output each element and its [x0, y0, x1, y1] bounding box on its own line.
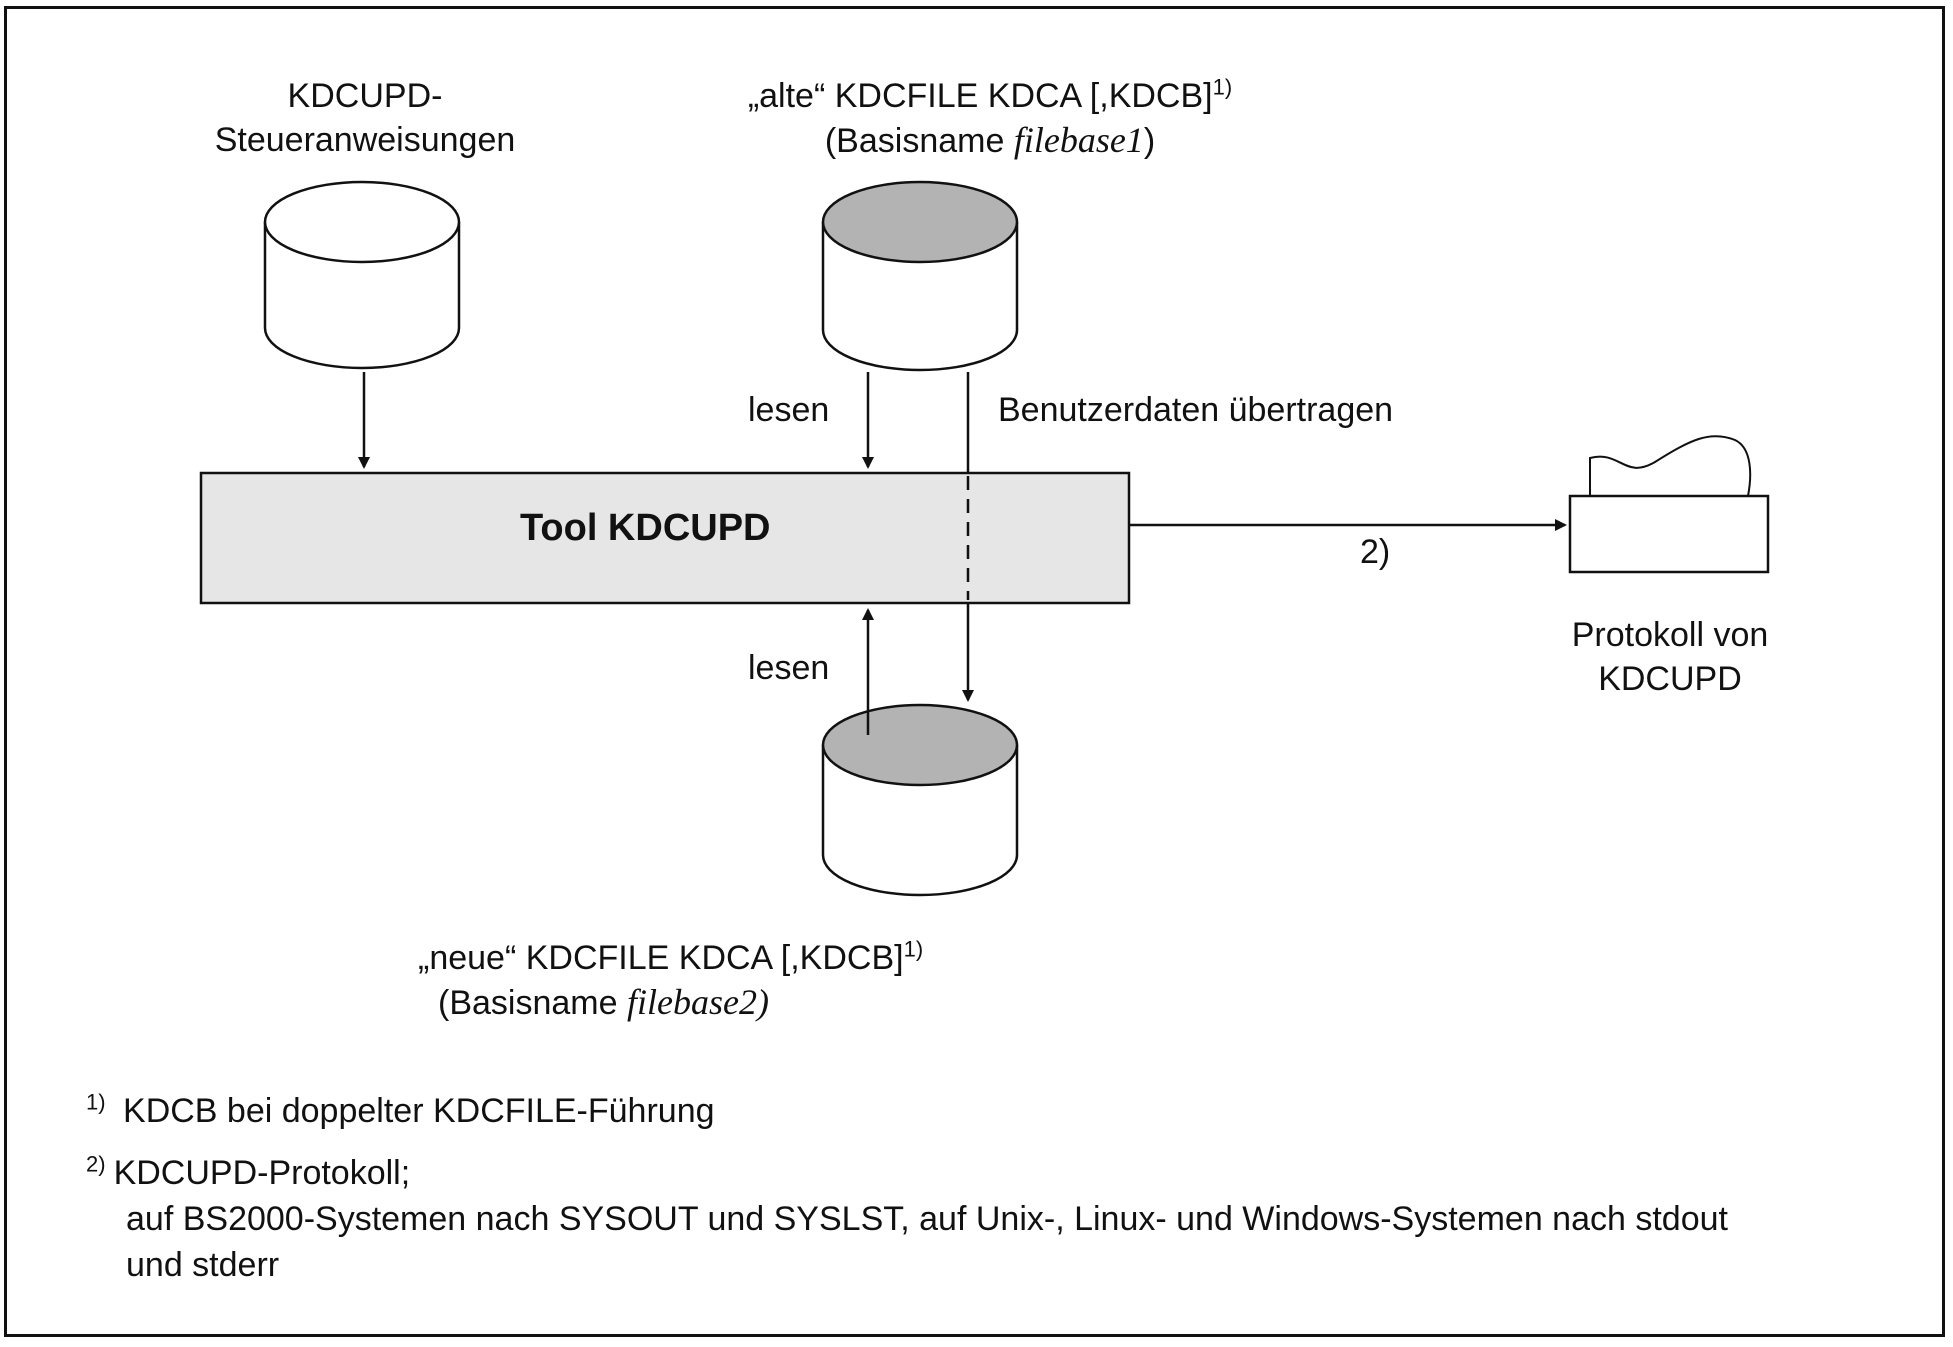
footnote-2-number: 2): [86, 1151, 106, 1177]
new-kdcfile-label: „neue“ KDCFILE KDCA [,KDCB]1) (Basisname…: [418, 936, 923, 1025]
read-label-bottom: lesen: [748, 649, 830, 687]
protocol-label-line2: KDCUPD: [1598, 660, 1742, 698]
new-kdcfile-footnote-ref: 1): [903, 936, 924, 962]
control-statements-cylinder: [263, 180, 461, 370]
old-kdcfile-title: „alte“ KDCFILE KDCA [,KDCB]1): [680, 74, 1300, 118]
new-kdcfile-title: „neue“ KDCFILE KDCA [,KDCB]1): [418, 936, 923, 980]
read-label-top: lesen: [748, 391, 830, 429]
old-kdcfile-basis: (Basisname filebase1): [680, 118, 1300, 163]
footnote-1-number: 1): [86, 1089, 106, 1115]
output-arrow-label: 2): [1360, 533, 1391, 571]
new-kdcfile-basis: (Basisname filebase2): [418, 980, 923, 1025]
old-kdcfile-title-text: „alte“ KDCFILE KDCA [,KDCB]: [747, 77, 1213, 115]
figure-frame: [4, 6, 1945, 1337]
old-kdcfile-basis-suffix: ): [1143, 122, 1156, 160]
transfer-label: Benutzerdaten übertragen: [998, 391, 1394, 429]
new-kdcfile-title-text: „neue“ KDCFILE KDCA [,KDCB]: [418, 939, 904, 977]
footnote-2-line2: auf BS2000-Systemen nach SYSOUT und SYSL…: [126, 1200, 1728, 1238]
new-kdcfile-basis-prefix: (Basisname: [438, 984, 627, 1022]
new-kdcfile-cylinder: [821, 703, 1019, 897]
protocol-label-line1: Protokoll von: [1571, 616, 1769, 654]
footnote-2: 2) KDCUPD-Protokoll; auf BS2000-Systemen …: [86, 1150, 1728, 1288]
footnote-2-line3: und stderr: [126, 1246, 280, 1284]
footnote-1-text: KDCB bei doppelter KDCFILE-Führung: [123, 1092, 715, 1130]
footnote-2-line1: KDCUPD-Protokoll;: [113, 1154, 411, 1192]
control-statements-line1: KDCUPD-: [287, 77, 443, 115]
new-kdcfile-basis-name: filebase2): [626, 982, 769, 1022]
control-statements-label: KDCUPD- Steueranweisungen: [190, 74, 540, 162]
old-kdcfile-basis-prefix: (Basisname: [824, 122, 1014, 160]
tool-kdcupd-label: Tool KDCUPD: [520, 507, 771, 549]
footnote-2-first-line: 2) KDCUPD-Protokoll;: [86, 1150, 1728, 1196]
old-kdcfile-footnote-ref: 1): [1212, 74, 1233, 100]
protocol-printout-icon: [1568, 435, 1770, 574]
control-statements-line2: Steueranweisungen: [214, 121, 516, 159]
old-kdcfile-basis-name: filebase1: [1013, 120, 1144, 160]
old-kdcfile-label: „alte“ KDCFILE KDCA [,KDCB]1) (Basisname…: [680, 74, 1300, 163]
footnote-1: 1) KDCB bei doppelter KDCFILE-Führung: [86, 1088, 715, 1134]
protocol-label: Protokoll von KDCUPD: [1520, 613, 1820, 701]
old-kdcfile-cylinder: [821, 180, 1019, 372]
tool-kdcupd-box: [199, 471, 1131, 605]
